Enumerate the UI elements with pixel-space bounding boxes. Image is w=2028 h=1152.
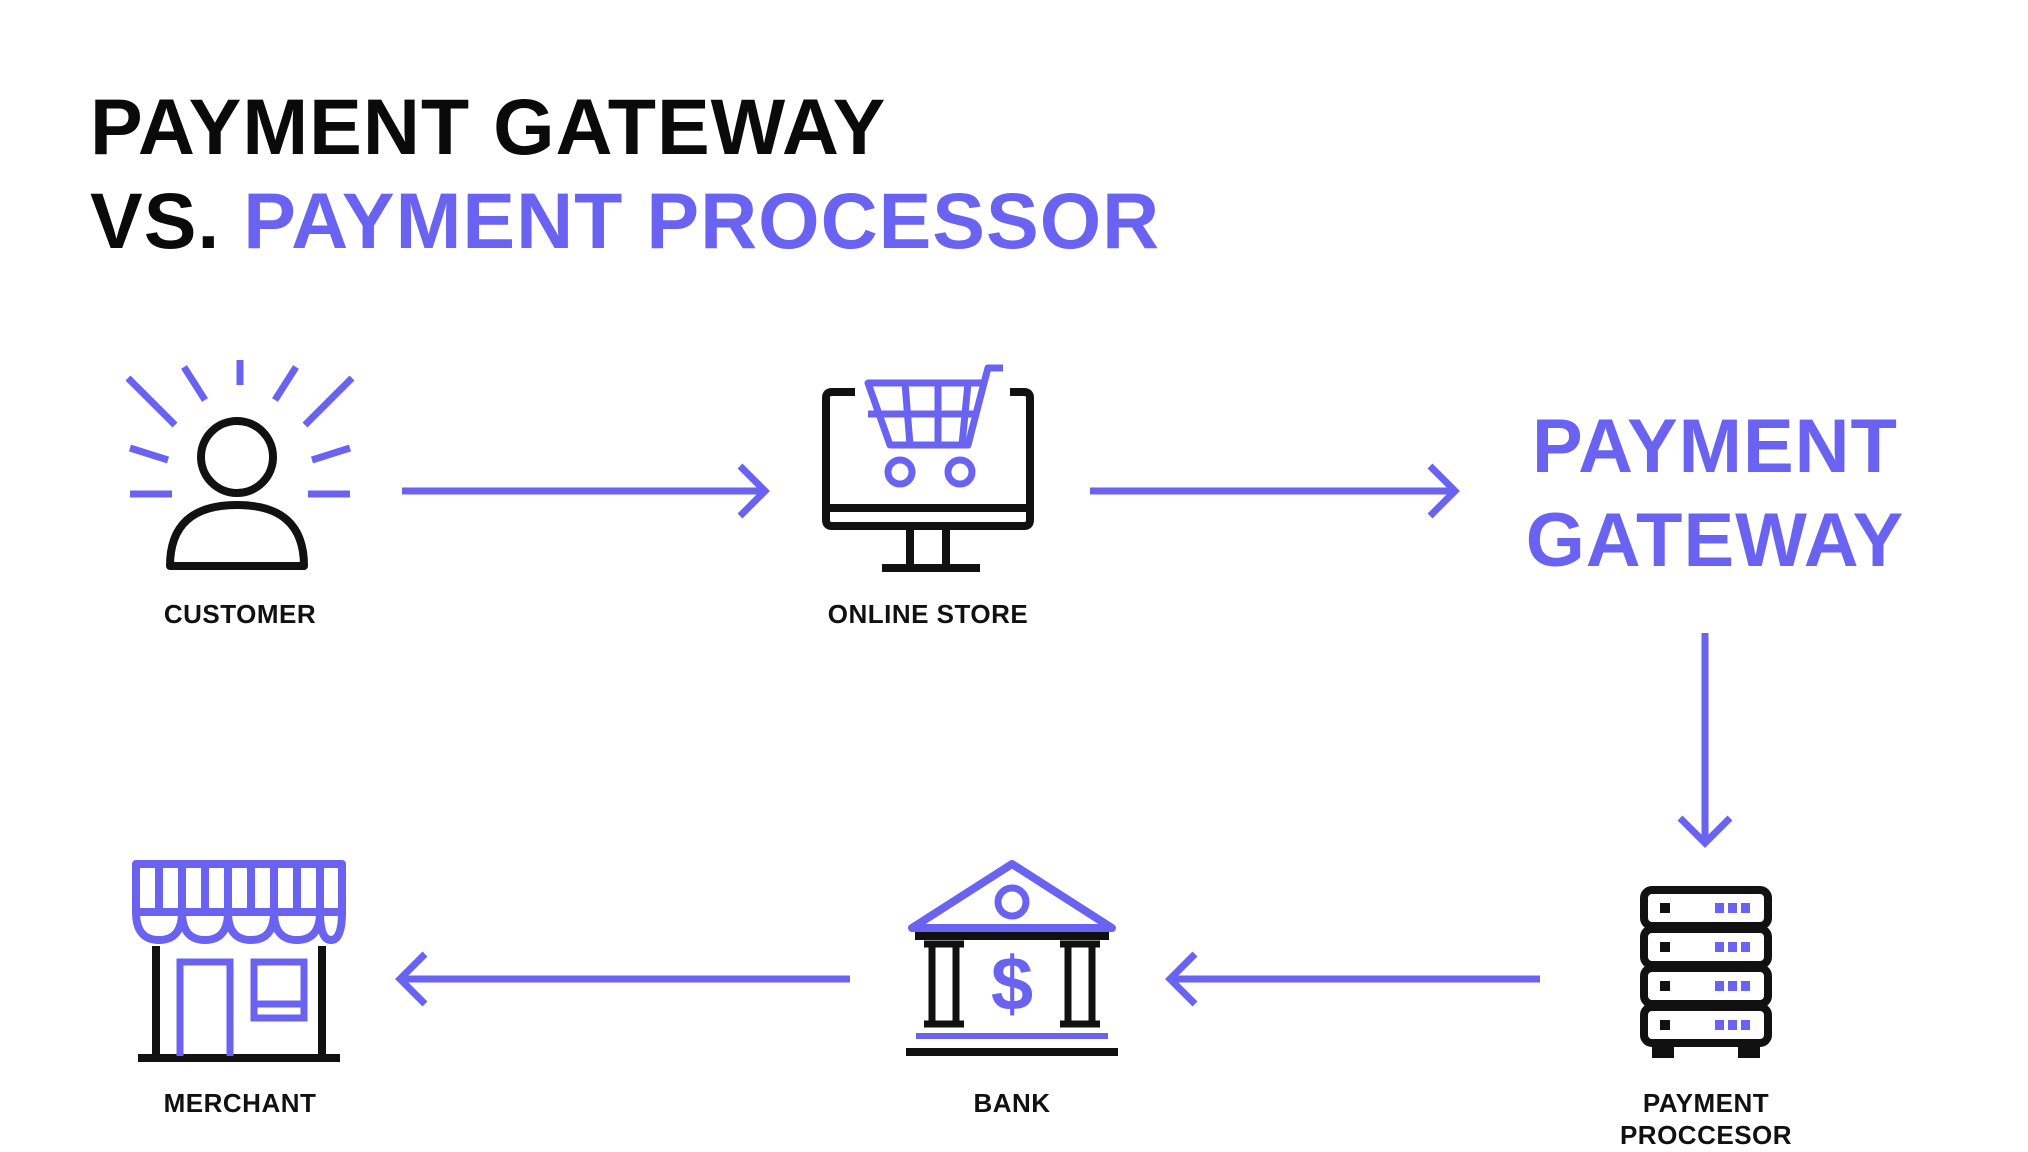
arrow-processor-to-bank: [1165, 951, 1540, 1007]
payment-processor-label: PAYMENT PROCCESOR: [1556, 1087, 1856, 1151]
title-line-2: VS. PAYMENT PROCESSOR: [90, 174, 1160, 268]
svg-text:$: $: [991, 942, 1033, 1027]
merchant-store-icon: [132, 860, 346, 1062]
arrow-customer-to-store: [402, 463, 770, 519]
online-store-label: ONLINE STORE: [827, 599, 1029, 629]
payment-processor-line-2: PROCCESOR: [1619, 1120, 1793, 1150]
title-vs: VS.: [90, 176, 221, 265]
title-line-1: PAYMENT GATEWAY: [90, 82, 887, 171]
payment-processor-line-1: PAYMENT: [1642, 1088, 1770, 1118]
payment-gateway-line-1: PAYMENT: [1532, 404, 1898, 489]
arrow-bank-to-merchant: [395, 951, 850, 1007]
customer-icon: [125, 360, 355, 570]
arrow-gateway-to-processor: [1677, 633, 1733, 848]
customer-label: CUSTOMER: [163, 599, 317, 629]
page-title: PAYMENT GATEWAY VS. PAYMENT PROCESSOR: [90, 80, 1160, 268]
server-icon: [1640, 886, 1772, 1058]
payment-gateway-label: PAYMENT GATEWAY: [1480, 400, 1950, 588]
bank-label: BANK: [973, 1088, 1051, 1118]
bank-icon: $: [906, 860, 1118, 1056]
online-store-icon: [822, 364, 1034, 572]
merchant-label: MERCHANT: [163, 1088, 317, 1118]
title-accent: PAYMENT PROCESSOR: [243, 176, 1161, 265]
payment-gateway-line-2: GATEWAY: [1525, 498, 1905, 583]
arrow-store-to-gateway: [1090, 463, 1460, 519]
